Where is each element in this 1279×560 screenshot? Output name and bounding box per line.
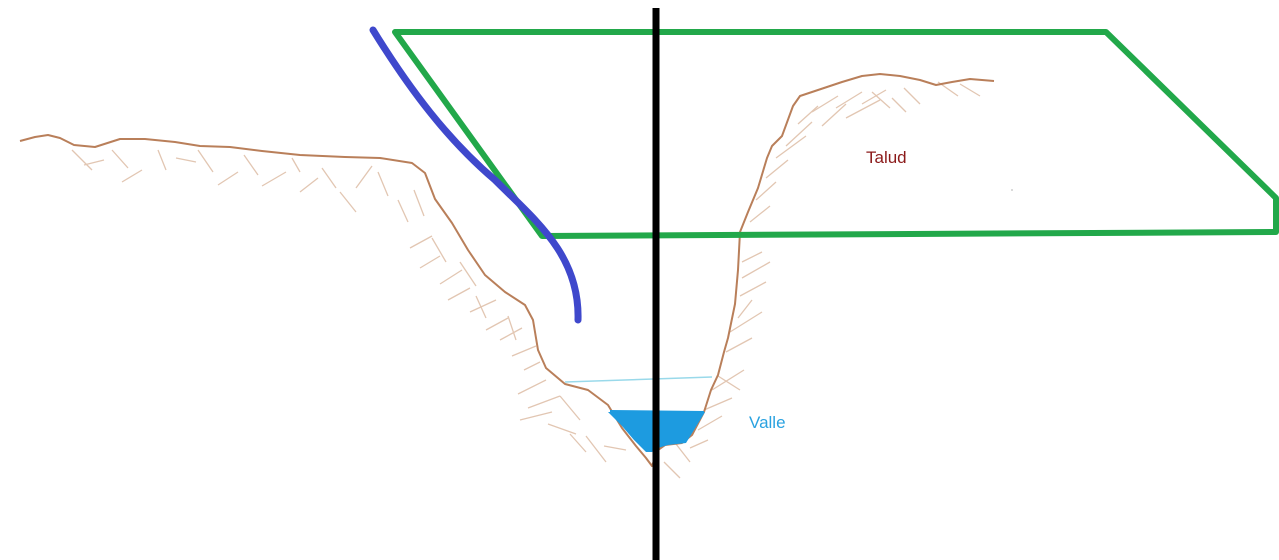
water-surface-line <box>564 376 713 383</box>
talud-plane <box>392 29 1279 239</box>
valle-label: Valle <box>749 413 786 432</box>
terrain-profile <box>19 73 995 467</box>
talud-label: Talud <box>866 148 907 167</box>
terrain-hatching <box>71 81 981 479</box>
stray-dot <box>1011 189 1013 191</box>
slope-curve <box>369 26 582 324</box>
